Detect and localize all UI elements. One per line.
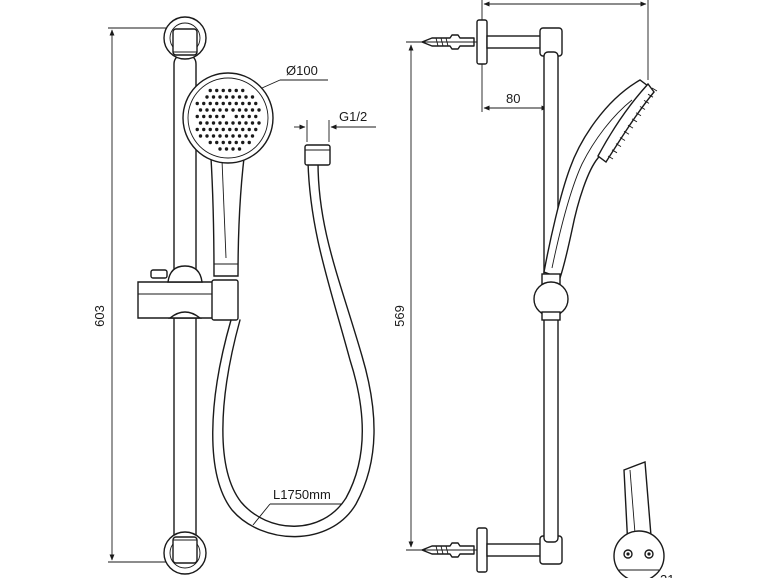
height-dimension: 603: [92, 27, 178, 563]
hose-length-callout: L1750mm: [252, 487, 342, 526]
side-hand-shower: [543, 79, 658, 279]
side-view: 569 80: [392, 0, 658, 573]
thread-callout: G1/2: [294, 109, 376, 142]
nozzle-pattern: [195, 88, 261, 151]
wall-fixings: [421, 34, 475, 558]
detail-label: 21: [660, 572, 674, 578]
diameter-label: Ø100: [286, 63, 318, 78]
hand-shower: [182, 72, 274, 277]
thread-label: G1/2: [339, 109, 367, 124]
section-detail: 21: [613, 461, 674, 578]
front-view: 603: [92, 16, 376, 575]
side-nozzle-row: [607, 87, 658, 160]
shower-holder: [137, 265, 239, 321]
height-label: 603: [92, 305, 107, 327]
fixing-distance-label: 569: [392, 305, 407, 327]
shower-hose: [212, 144, 375, 538]
slide-rail: [163, 16, 207, 575]
diameter-callout: Ø100: [261, 63, 328, 89]
projection-label: 80: [506, 91, 520, 106]
hose-length-label: L1750mm: [273, 487, 331, 502]
fixing-distance-dimension: 569: [392, 41, 478, 551]
side-holder: [533, 273, 569, 321]
projection-dimension: 80: [481, 62, 550, 112]
